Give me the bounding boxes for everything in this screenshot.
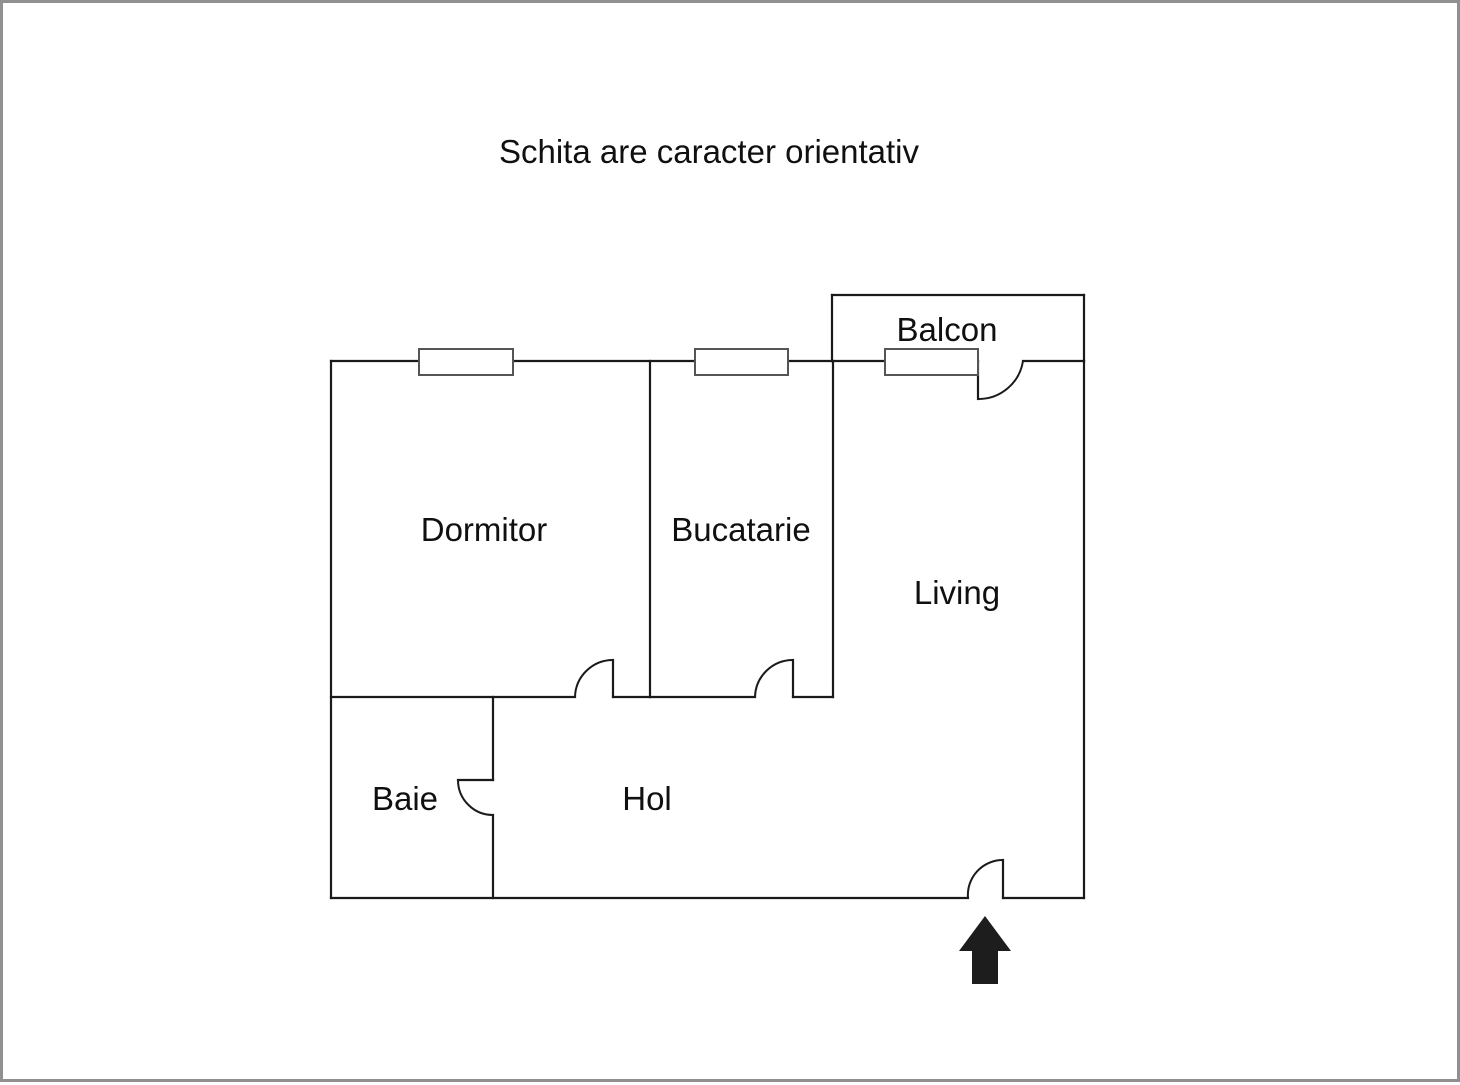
door-baie-arc — [457, 779, 494, 816]
room-label-dormitor: Dormitor — [421, 511, 548, 548]
page-title: Schita are caracter orientativ — [499, 133, 920, 170]
room-label-baie: Baie — [372, 780, 438, 817]
room-labels: Dormitor Bucatarie Living Balcon Baie Ho… — [372, 311, 1000, 817]
window-balcon — [884, 348, 979, 376]
room-label-balcon: Balcon — [897, 311, 998, 348]
interior-walls — [329, 359, 835, 900]
door-balcon-arc — [977, 360, 1024, 401]
floorplan-drawing: Schita are caracter orientativ — [329, 133, 1086, 984]
door-entrance-arc — [966, 858, 1004, 899]
entrance-arrow — [959, 916, 1011, 984]
door-bucatarie-arc — [754, 659, 794, 698]
room-label-living: Living — [914, 574, 1000, 611]
entrance-arrow-glyph — [959, 916, 1011, 984]
window-bucatarie — [694, 348, 789, 376]
apartment-outline — [329, 359, 1086, 900]
room-label-bucatarie: Bucatarie — [671, 511, 810, 548]
window-dormitor — [418, 348, 514, 376]
room-label-hol: Hol — [622, 780, 672, 817]
door-dormitor-arc — [574, 659, 614, 698]
windows — [418, 348, 979, 376]
room-balcon — [830, 293, 1086, 401]
